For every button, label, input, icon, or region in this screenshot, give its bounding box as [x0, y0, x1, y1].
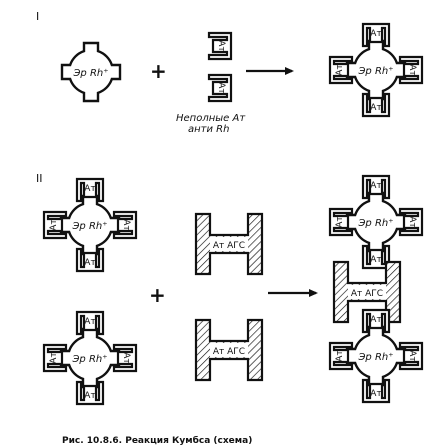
antibody-label: Ат — [49, 219, 59, 230]
antibody: Ат — [328, 341, 354, 371]
antibody-label: Ат — [407, 216, 417, 227]
antibody-label: Ат — [121, 219, 131, 230]
antibody: Ат — [328, 55, 354, 85]
anti-globulin-serum-molecule: Ат АГС — [194, 212, 264, 276]
anti-rh-label: анти Rh — [188, 124, 229, 135]
antibody-label: Ат — [335, 350, 345, 361]
antibody-label: Ат — [84, 258, 95, 268]
antibody-label: Ат — [370, 29, 381, 39]
anti-globulin-label: Ат АГС — [213, 347, 245, 357]
antibody-label: Ат — [121, 352, 131, 363]
antibody-label: Ат — [370, 181, 381, 191]
section-1-label: I — [36, 10, 39, 23]
anti-globulin-label: Ат АГС — [351, 289, 383, 299]
antibody-label: Ат — [84, 317, 95, 327]
antibody: Ат — [328, 207, 354, 237]
cell-label: Эр Rh⁺ — [357, 66, 393, 77]
incomplete-antibodies-label: Неполные Ат — [176, 113, 246, 124]
antibody: Ат — [398, 55, 424, 85]
antibody: Ат — [361, 174, 391, 200]
antibody: Ат — [398, 207, 424, 237]
antibody: Ат — [361, 22, 391, 48]
antibody-label: Ат — [370, 255, 381, 265]
antibody-label: Ат — [335, 216, 345, 227]
antibody: Ат — [361, 308, 391, 334]
antibody: Ат — [112, 210, 138, 240]
antibody: Ат — [42, 343, 68, 373]
antibody: Ат — [361, 378, 391, 404]
antibody-label: Ат — [216, 82, 226, 93]
antibody-label: Ат — [407, 64, 417, 75]
antibody: Ат — [112, 343, 138, 373]
antibody: Ат — [75, 310, 105, 336]
antibody-label: Ат — [216, 40, 226, 51]
cell-label: Эр Rh⁺ — [357, 352, 393, 363]
antibody: Ат — [75, 247, 105, 273]
antibody-label: Ат — [49, 352, 59, 363]
antibody: Ат — [42, 210, 68, 240]
red-cell-rh-positive: Эр Rh⁺ — [60, 41, 122, 103]
antibody: Ат — [398, 341, 424, 371]
plus-sign: + — [149, 283, 166, 307]
cell-label: Эр Rh⁺ — [71, 354, 107, 365]
antibody: Ат — [361, 244, 391, 270]
antibody-label: Ат — [335, 64, 345, 75]
antibody-label: Ат — [370, 315, 381, 325]
free-antibody-bottom: Ат — [207, 73, 233, 103]
cell-label: Эр Rh⁺ — [357, 218, 393, 229]
cell-label: Эр Rh⁺ — [72, 68, 108, 79]
reaction-arrow — [268, 289, 318, 297]
free-antibody-top: Ат — [207, 31, 233, 61]
antibody: Ат — [75, 177, 105, 203]
antibody: Ат — [361, 92, 391, 118]
antibody: Ат — [75, 380, 105, 406]
reaction-arrow — [246, 67, 294, 75]
anti-globulin-label: Ат АГС — [213, 241, 245, 251]
antibody-label: Ат — [407, 350, 417, 361]
anti-globulin-serum-molecule: Ат АГС — [194, 318, 264, 382]
figure-caption: Рис. 10.8.6. Реакция Кумбса (схема) — [62, 435, 252, 446]
antibody: Ат — [207, 73, 233, 103]
anti-globulin-bridge: Ат АГС — [332, 260, 402, 324]
cell-label: Эр Rh⁺ — [71, 221, 107, 232]
antibody: Ат — [207, 31, 233, 61]
antibody-label: Ат — [370, 103, 381, 113]
plus-sign: + — [150, 59, 167, 83]
antibody-label: Ат — [370, 389, 381, 399]
section-2-label: II — [36, 172, 43, 185]
antibody-label: Ат — [84, 184, 95, 194]
antibody-label: Ат — [84, 391, 95, 401]
